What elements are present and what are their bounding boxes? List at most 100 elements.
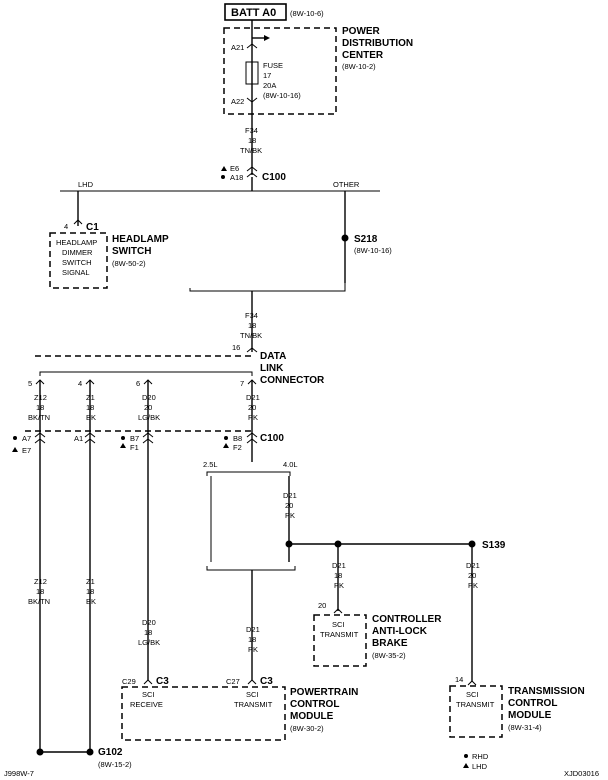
legend-triangle: [463, 763, 469, 768]
headlamp-line-2: DIMMER: [62, 248, 93, 257]
dot-marker: [13, 436, 17, 440]
cab-line-2: TRANSMIT: [320, 630, 359, 639]
batt-ref: (8W-10-6): [290, 9, 324, 18]
wire-lower-3-gauge: 18: [248, 635, 256, 644]
pcm-title-3: MODULE: [290, 711, 334, 722]
pdc-title-2: DISTRIBUTION: [342, 38, 413, 49]
pcm-title-2: CONTROL: [290, 699, 339, 710]
dlc-bus-line: [39, 371, 253, 376]
pdc-pin-in: A21: [231, 43, 244, 52]
wire-d21-cab-color: PK: [334, 581, 344, 590]
c100-pin-f1: F1: [130, 443, 139, 452]
c100-pin-a7: A7: [22, 434, 31, 443]
c100-top-pin-b: A18: [230, 173, 243, 182]
wire-d21-cab-gauge: 18: [334, 571, 342, 580]
tcm-title-1: TRANSMISSION: [508, 686, 585, 697]
tcm-line-1: SCI: [466, 690, 479, 699]
headlamp-pin: 4: [64, 222, 68, 231]
headlamp-line-1: HEADLAMP: [56, 238, 97, 247]
headlamp-conn: C1: [86, 222, 99, 233]
cab-pin-mark: [333, 608, 343, 614]
wire-d21-tcm-circuit: D21: [466, 561, 480, 570]
dlc-title-1: DATA: [260, 351, 286, 362]
pcm-pin-b: C27: [226, 677, 240, 686]
wire-dlc-0-color: BK/TN: [28, 413, 50, 422]
wire-dlc-0-circuit: Z12: [34, 393, 47, 402]
engine-merge-line: [206, 566, 296, 571]
fuse-ref: (8W-10-16): [263, 91, 301, 100]
fuse-amp: 20A: [263, 81, 276, 90]
wire-lower-3-circuit: D21: [246, 625, 260, 634]
cab-ref: (8W-35-2): [372, 651, 406, 660]
pdc-pin-out-mark: [246, 97, 258, 103]
c100-pin-b8: B8: [233, 434, 242, 443]
c100-bottom-label: C100: [260, 433, 284, 444]
wire-d21-cab-circuit: D21: [332, 561, 346, 570]
dlc-title-2: LINK: [260, 363, 284, 374]
dot-marker: [121, 436, 125, 440]
s218-return-line: [189, 283, 346, 292]
wire-lower-1-gauge: 18: [86, 587, 94, 596]
pcm-tx-2: TRANSMIT: [234, 700, 273, 709]
triangle-marker: [223, 443, 229, 448]
headlamp-line-4: SIGNAL: [62, 268, 90, 277]
engine-25l: 2.5L: [203, 460, 218, 469]
wire-d21-40-circuit: D21: [283, 491, 297, 500]
s218-label: S218: [354, 234, 378, 245]
branch-lhd-label: LHD: [78, 180, 94, 189]
batt-box: [224, 3, 287, 21]
dlc-pin-marks: [35, 379, 257, 385]
wire-dlc-1-circuit: Z1: [86, 393, 95, 402]
fuse-label: FUSE: [263, 61, 283, 70]
cab-title-3: BRAKE: [372, 638, 408, 649]
footer-left: J998W-7: [4, 769, 34, 778]
c100-pin-f2: F2: [233, 443, 242, 452]
footer-right: XJD03016: [564, 769, 599, 778]
wire-d21-tcm-gauge: 20: [468, 571, 476, 580]
wire-dlc-2-gauge: 20: [144, 403, 152, 412]
wire-f34-mid-color: TN/BK: [240, 331, 262, 340]
pcm-box: [121, 686, 286, 741]
c100-pin-e7: E7: [22, 446, 31, 455]
pdc-title-1: POWER: [342, 26, 381, 37]
dlc-pin-4: 4: [78, 379, 82, 388]
cab-title-2: ANTI-LOCK: [372, 626, 428, 637]
wire-f34-mid-circuit: F34: [245, 311, 258, 320]
wire-lower-0-circuit: Z12: [34, 577, 47, 586]
tcm-box: [449, 685, 503, 738]
wire-lower-2-circuit: D20: [142, 618, 156, 627]
wire-dlc-3-gauge: 20: [248, 403, 256, 412]
c100-top-connector: [246, 166, 258, 178]
pdc-title-3: CENTER: [342, 50, 384, 61]
dlc-pin-5: 5: [28, 379, 32, 388]
wire-f34-mid-gauge: 18: [248, 321, 256, 330]
tcm-title-3: MODULE: [508, 710, 552, 721]
wire-dlc-1-color: BK: [86, 413, 96, 422]
wire-dlc-1-gauge: 18: [86, 403, 94, 412]
wire-dlc-0-gauge: 18: [36, 403, 44, 412]
legend-dot: [464, 754, 468, 758]
wire-dlc-3-color: PK: [248, 413, 258, 422]
pdc-ref: (8W-10-2): [342, 62, 376, 71]
branch-other-label: OTHER: [333, 180, 360, 189]
dlc-pin-mark: [246, 347, 258, 353]
wire-f34-top-gauge: 18: [248, 136, 256, 145]
wire-lower-0-gauge: 18: [36, 587, 44, 596]
wire-lower-0-color: BK/TN: [28, 597, 50, 606]
tcm-pin: 14: [455, 675, 463, 684]
wire-f34-top-circuit: F34: [245, 126, 258, 135]
wire-d21-40-gauge: 20: [285, 501, 293, 510]
engine-40l: 4.0L: [283, 460, 298, 469]
wire-d21-tcm-color: PK: [468, 581, 478, 590]
tcm-ref: (8W-31-4): [508, 723, 542, 732]
c100-bottom-connectors: [34, 432, 258, 444]
cab-pin: 20: [318, 601, 326, 610]
cab-line-1: SCI: [332, 620, 345, 629]
wire-lower-2-color: LG/BK: [138, 638, 160, 647]
wire-dlc-2-color: LG/BK: [138, 413, 160, 422]
fuse-number: 17: [263, 71, 271, 80]
pcm-pin-a-mark: [143, 679, 153, 685]
dlc-pin: 16: [232, 343, 240, 352]
s218-ref: (8W-10-16): [354, 246, 392, 255]
